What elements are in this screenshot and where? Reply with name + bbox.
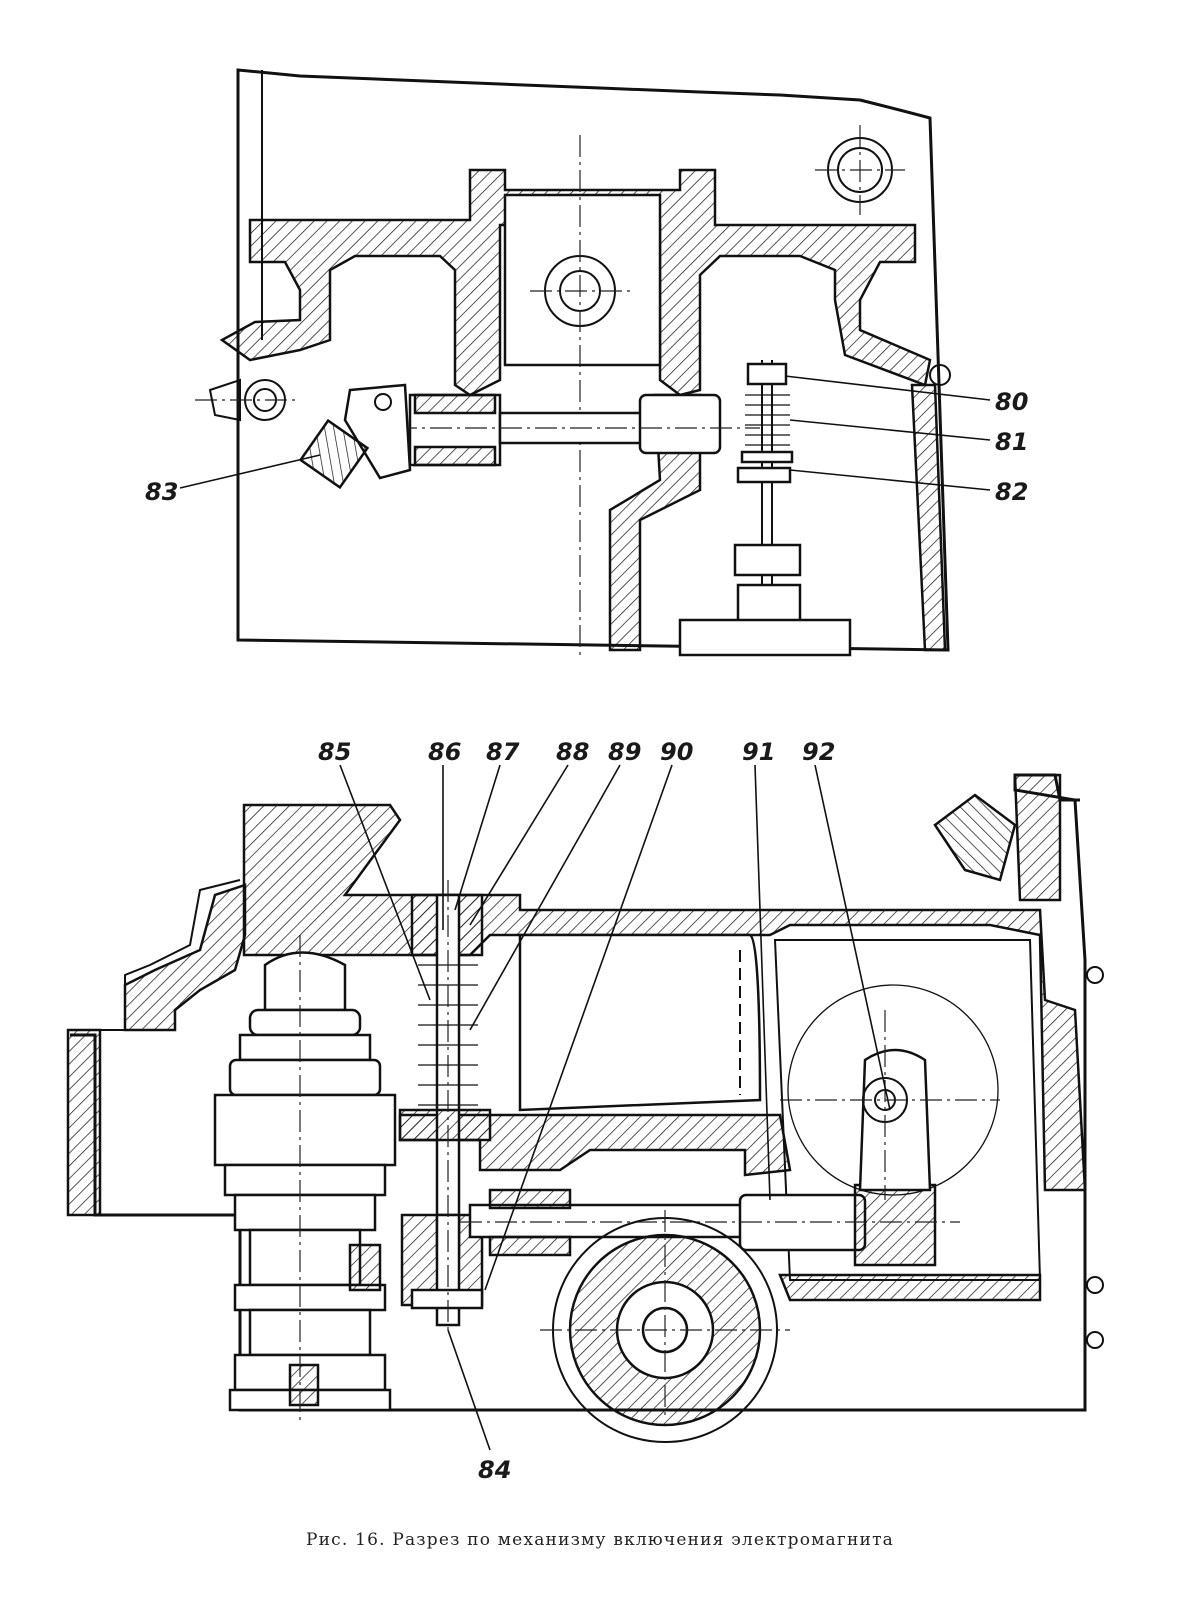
callout-91: 91 bbox=[742, 738, 775, 766]
upper-cast-web bbox=[219, 168, 932, 397]
callout-89: 89 bbox=[608, 738, 641, 766]
spring-81 bbox=[745, 394, 790, 446]
lower-section-view: 85 86 87 88 89 90 91 92 84 bbox=[66, 738, 1104, 1484]
callout-81: 81 bbox=[995, 428, 1028, 456]
lever-83 bbox=[343, 383, 412, 480]
cam-disc bbox=[787, 984, 999, 1196]
left-cover bbox=[66, 1028, 102, 1217]
spindle-stack bbox=[213, 935, 397, 1420]
left-boss-wall bbox=[123, 883, 247, 1032]
callout-85: 85 bbox=[318, 738, 351, 766]
side-screw bbox=[348, 1243, 382, 1292]
inner-pocket bbox=[518, 933, 762, 1112]
pin-collar bbox=[398, 1108, 492, 1142]
spring-assembly bbox=[678, 360, 852, 657]
callout-87: 87 bbox=[486, 738, 520, 766]
upper-housing-outline bbox=[236, 68, 950, 652]
gear-block bbox=[213, 1093, 397, 1167]
figure-caption: Рис. 16. Разрез по механизму включения э… bbox=[306, 1530, 894, 1550]
pinion bbox=[853, 1183, 937, 1267]
callout-92: 92 bbox=[802, 738, 835, 766]
callout-83: 83 bbox=[145, 478, 178, 506]
callout-90: 90 bbox=[660, 738, 693, 766]
washer-82 bbox=[740, 450, 794, 464]
lever-screw bbox=[298, 418, 370, 490]
nut-80 bbox=[746, 362, 788, 386]
solenoid-body bbox=[678, 618, 852, 657]
bottom-rib bbox=[778, 1273, 1042, 1302]
top-right-bracket bbox=[933, 793, 1017, 882]
worm-gear bbox=[540, 1210, 790, 1443]
center-window bbox=[503, 193, 662, 367]
callout-82: 82 bbox=[995, 478, 1028, 506]
callout-86: 86 bbox=[428, 738, 461, 766]
rod-end-fork bbox=[638, 393, 722, 455]
cam-disc-assembly bbox=[780, 984, 1000, 1200]
callout-84: 84 bbox=[478, 1456, 511, 1484]
upper-boss-inner bbox=[837, 147, 883, 193]
callout-80: 80 bbox=[995, 388, 1028, 416]
vertical-pin-assembly bbox=[398, 880, 492, 1335]
callout-88: 88 bbox=[556, 738, 589, 766]
right-wall bbox=[910, 383, 947, 652]
upper-section-view: 80 81 82 83 bbox=[145, 68, 1028, 657]
